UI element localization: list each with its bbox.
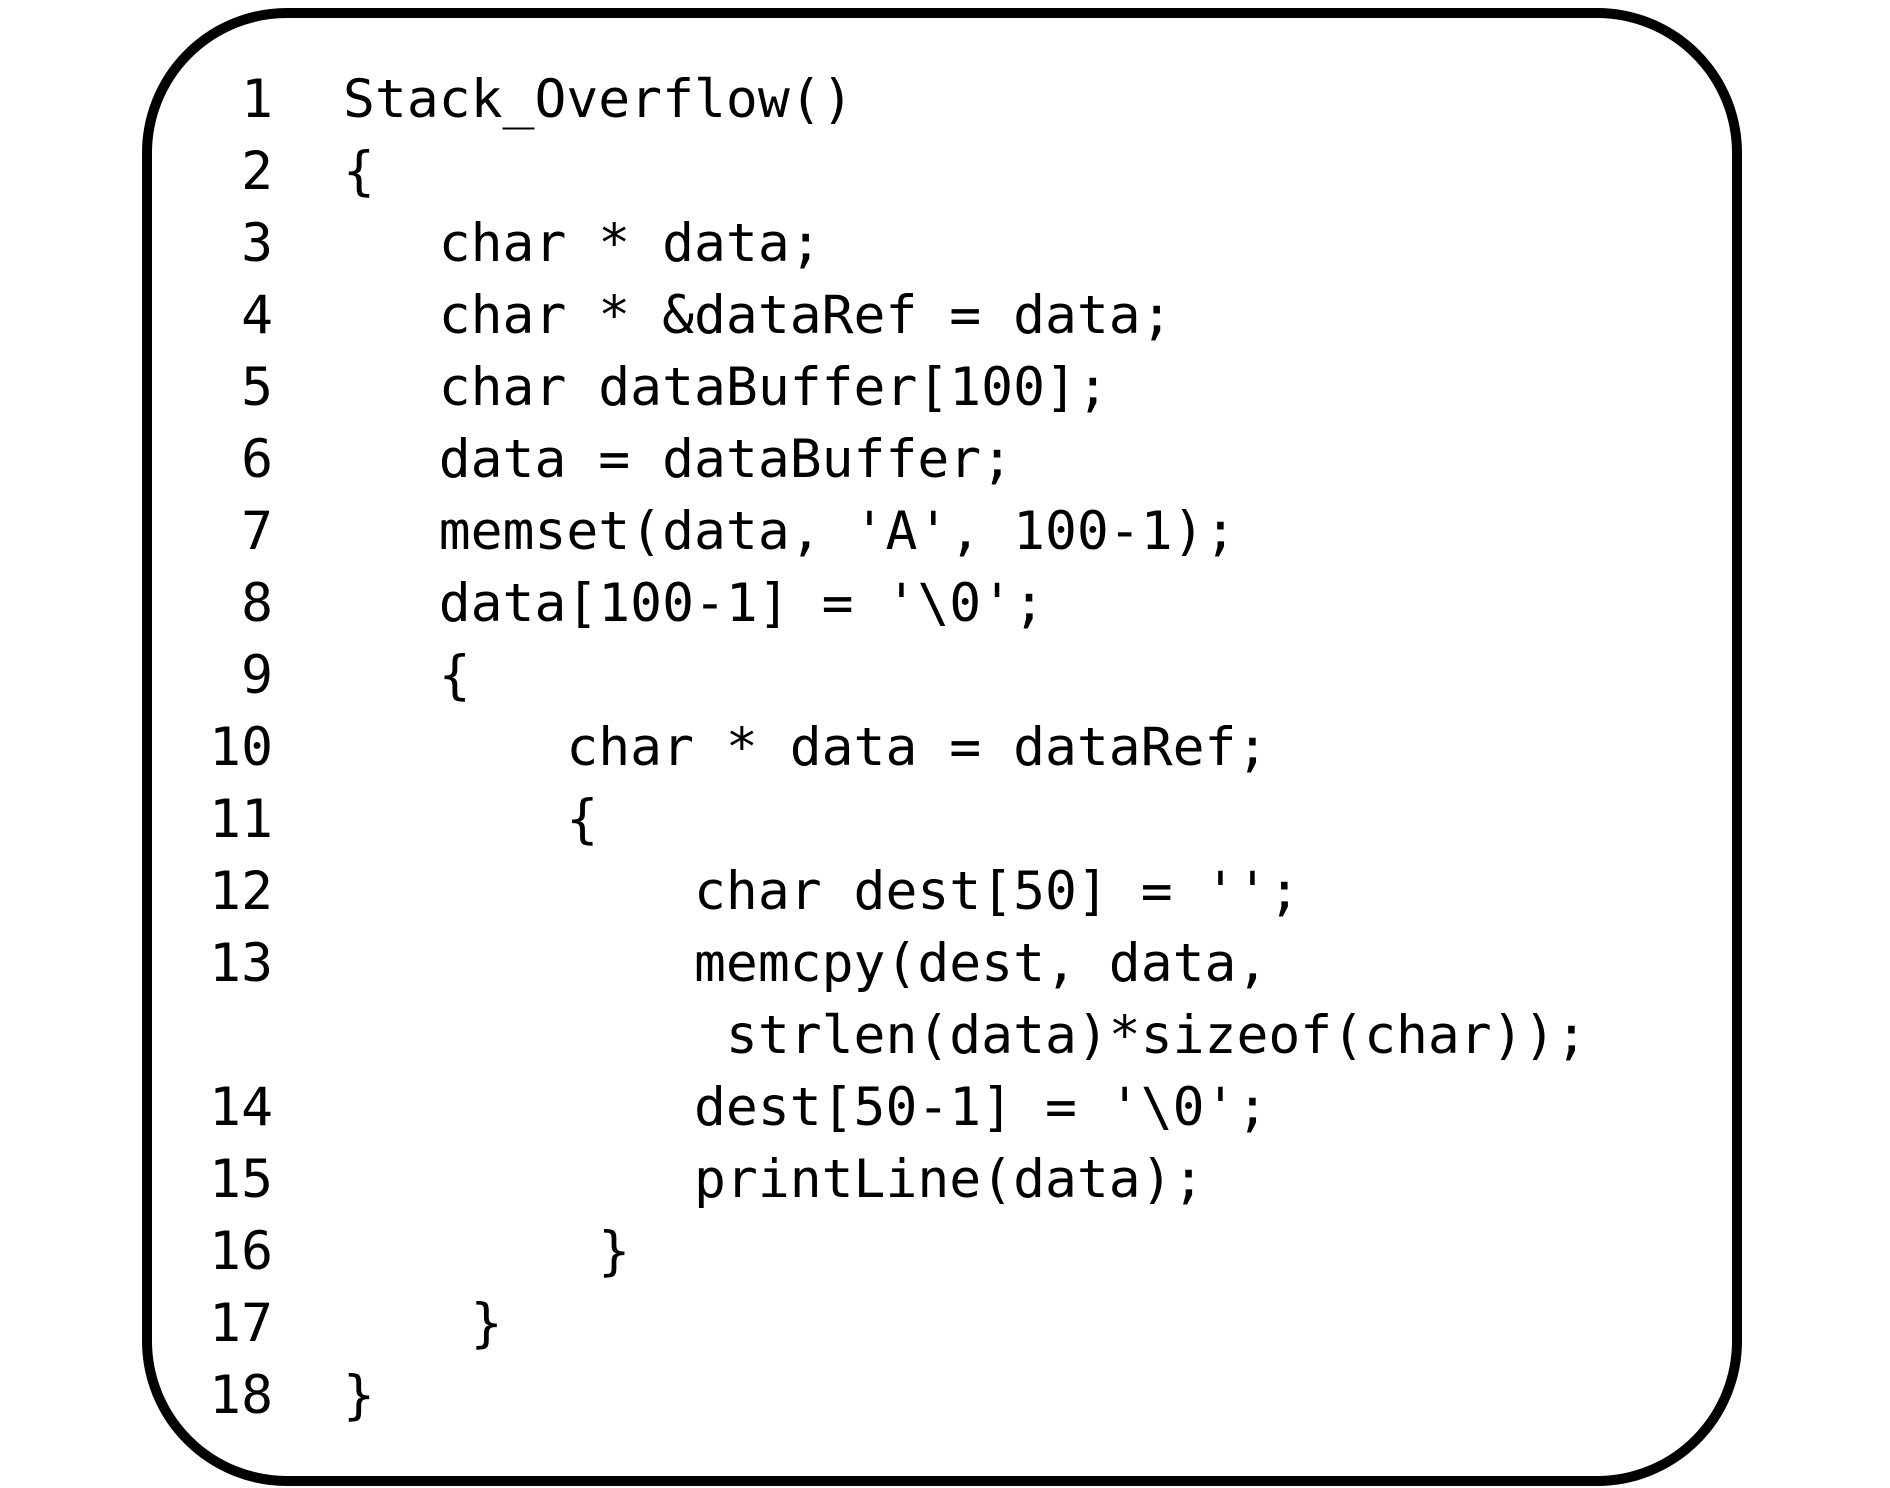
code-line: { — [343, 789, 599, 850]
line-number: 5 — [241, 357, 273, 418]
code-row: 11 { — [162, 784, 1722, 856]
code-line: printLine(data); — [343, 1149, 1205, 1210]
code-row: 3 char * data; — [162, 208, 1722, 280]
code-row: 6 data = dataBuffer; — [162, 424, 1722, 496]
line-number: 10 — [209, 717, 273, 778]
code-row: 9 { — [162, 640, 1722, 712]
line-number: 15 — [209, 1149, 273, 1210]
code-line: char * &dataRef = data; — [343, 285, 1173, 346]
line-number: 7 — [241, 501, 273, 562]
code-row: 7 memset(data, 'A', 100-1); — [162, 496, 1722, 568]
code-line: { — [343, 141, 375, 202]
code-row: 8 data[100-1] = '\0'; — [162, 568, 1722, 640]
code-row-continuation: strlen(data)*sizeof(char)); — [162, 1000, 1722, 1072]
line-number: 8 — [241, 573, 273, 634]
line-number: 12 — [209, 861, 273, 922]
line-number: 13 — [209, 933, 273, 994]
line-number: 9 — [241, 645, 273, 706]
code-row: 16 } — [162, 1216, 1722, 1288]
code-line: dest[50-1] = '\0'; — [343, 1077, 1269, 1138]
line-number: 3 — [241, 213, 273, 274]
code-line: } — [343, 1293, 503, 1354]
code-row: 1 Stack_Overflow() — [162, 64, 1722, 136]
line-number — [162, 1000, 273, 1072]
line-number: 16 — [209, 1221, 273, 1282]
code-line: memset(data, 'A', 100-1); — [343, 501, 1237, 562]
code-line: char dest[50] = ''; — [343, 861, 1301, 922]
code-line: data = dataBuffer; — [343, 429, 1014, 490]
line-number: 2 — [241, 141, 273, 202]
code-row: 18} — [162, 1360, 1722, 1432]
code-line: memcpy(dest, data, — [343, 933, 1269, 994]
line-number: 4 — [241, 285, 273, 346]
code-row: 4 char * &dataRef = data; — [162, 280, 1722, 352]
code-line: } — [343, 1365, 375, 1426]
code-row: 13 memcpy(dest, data, — [162, 928, 1722, 1000]
code-line: } — [343, 1221, 631, 1282]
code-row: 17 } — [162, 1288, 1722, 1360]
line-number: 14 — [209, 1077, 273, 1138]
code-line: char * data; — [343, 213, 822, 274]
code-row: 2{ — [162, 136, 1722, 208]
code-row: 14 dest[50-1] = '\0'; — [162, 1072, 1722, 1144]
line-number: 18 — [209, 1365, 273, 1426]
line-number: 17 — [209, 1293, 273, 1354]
code-line: char * data = dataRef; — [343, 717, 1269, 778]
line-number: 1 — [241, 69, 273, 130]
code-line: data[100-1] = '\0'; — [343, 573, 1045, 634]
code-row: 5 char dataBuffer[100]; — [162, 352, 1722, 424]
code-line: char dataBuffer[100]; — [343, 357, 1109, 418]
code-row: 15 printLine(data); — [162, 1144, 1722, 1216]
code-line: Stack_Overflow() — [343, 69, 854, 130]
line-number: 11 — [209, 789, 273, 850]
code-line: { — [343, 645, 471, 706]
code-line: strlen(data)*sizeof(char)); — [343, 1005, 1588, 1066]
line-number: 6 — [241, 429, 273, 490]
code-row: 12 char dest[50] = ''; — [162, 856, 1722, 928]
code-row: 10 char * data = dataRef; — [162, 712, 1722, 784]
